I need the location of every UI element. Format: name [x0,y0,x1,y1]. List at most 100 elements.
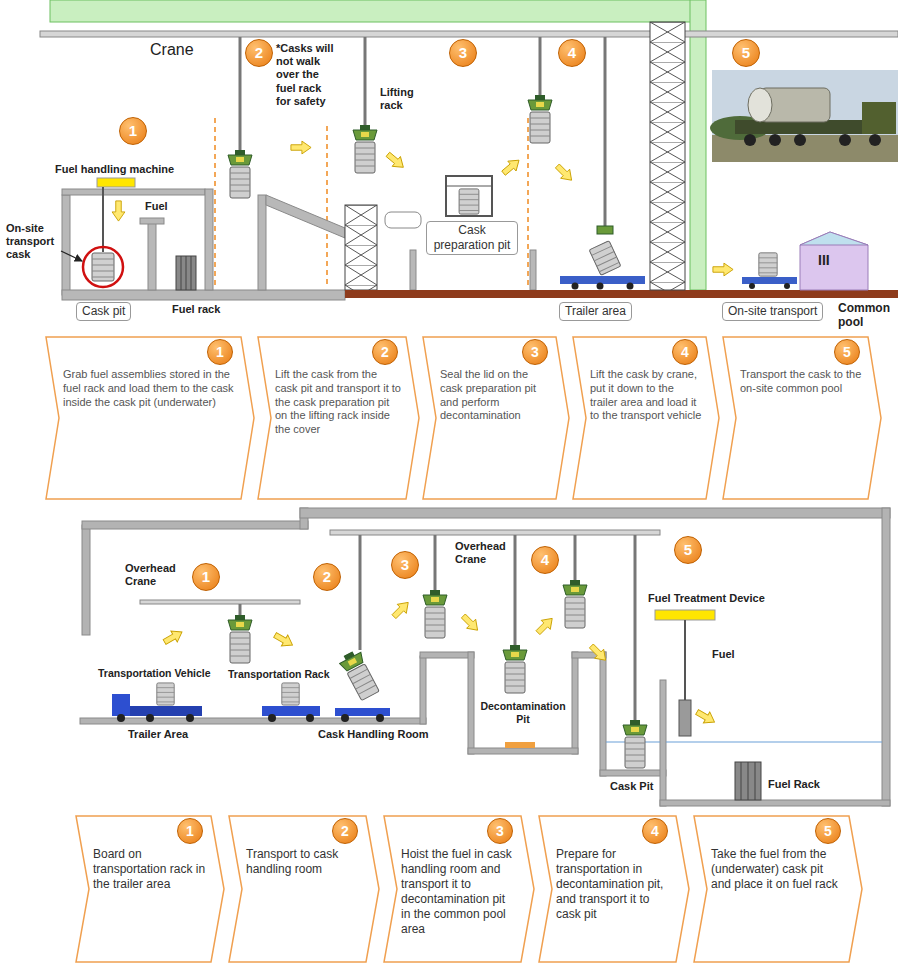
cask-cover [385,212,421,228]
transportation-rack [262,683,390,722]
callout-number: 5 [675,537,701,563]
step-number-circle: 3 [487,818,513,844]
common-pool-building [800,232,868,290]
callout-number: 2 [314,564,340,590]
step-number-circle: 2 [313,563,341,591]
hanging-cask [228,615,252,663]
fuel-handling-machine [102,187,104,252]
pool-structure [140,218,164,224]
area-label: Trailer Area [128,728,188,741]
on-site-transport-cask [83,247,123,287]
flow-arrow [272,629,296,650]
building-wall [660,680,666,806]
pool-structure [62,189,536,300]
flow-arrow [384,149,408,172]
fuel-rack [181,256,191,290]
part-label: Common pool [838,301,894,330]
fuel-rack [741,762,755,800]
callout-number: 4 [643,819,667,843]
callout-number: 4 [673,340,697,364]
flow-arrow [459,611,482,634]
flow-arrow [161,598,717,728]
chevron-outline [76,816,224,962]
chevron-outline [384,816,534,962]
transport-photo [712,70,898,162]
flow-arrow [112,201,125,221]
on-site-transport-cask [92,253,114,281]
step-number-circle: 4 [558,39,586,67]
step-number-circle: 4 [672,339,698,365]
crane-hoist [434,535,437,590]
step-number-circle: 2 [332,818,358,844]
callout-number: 1 [193,564,219,590]
flow-arrow [553,161,576,184]
transportation-vehicle [117,714,125,722]
building-wall [80,718,426,724]
flow-arrow [161,626,185,647]
building-wall [420,652,474,658]
fuel-treatment-device [684,620,686,700]
trailer [597,283,604,290]
hanging-cask [597,226,613,234]
flow-arrow [533,614,556,637]
area-name: Trailer area [565,304,626,319]
transport-photo [748,88,772,122]
building-wall [882,508,890,806]
process-step-box: Lift the cask from the cask pit and tran… [257,336,420,500]
trailer [749,283,755,289]
callout-number: 3 [488,819,512,843]
process-step-box: Prepare for transportation in decontamin… [538,815,690,963]
step-number-circle: 3 [522,339,548,365]
hanging-cask [228,580,647,768]
crane-hoist [574,535,577,580]
crane-hoist [240,535,635,720]
building-number: III [818,252,830,269]
building-frame [50,0,695,22]
trailer [589,241,621,276]
pool-structure [62,189,205,195]
callout-number: 5 [816,819,840,843]
fuel-handling-machine [97,178,135,187]
step-number-circle: 1 [177,818,203,844]
hanging-cask [623,720,647,768]
flow-arrow [389,598,412,621]
crane-hoist [539,37,542,95]
transportation-rack [268,714,276,722]
crane-hoist [514,535,517,645]
process-step-box: Take the fuel from the (underwater) cask… [693,815,863,963]
chevron-outline [723,337,881,499]
floor [345,290,898,298]
flow-arrow [694,706,718,727]
pool-structure [205,189,213,290]
common-pool-building [800,232,868,245]
crane-hoist [364,37,367,125]
hanging-cask [353,125,377,173]
building-wall [468,652,474,754]
process-step-box: Transport to cask handling room2 [228,815,380,963]
flow-arrow [291,141,311,154]
flow-arrow [499,155,523,178]
fuel-treatment-device [679,700,691,736]
step-number-circle: 5 [834,339,860,365]
chevron-outline [539,816,689,962]
area-name: On-site transport [728,304,817,319]
lifting-rack [446,176,492,216]
area-label: Cask Handling Room [318,728,429,741]
trailer [742,253,797,289]
hanging-cask [563,580,587,628]
building-wall [80,508,890,806]
on-site-transport-cask [61,251,82,261]
transportation-vehicle [186,714,194,722]
transportation-rack [282,683,299,705]
building-wall [660,800,890,806]
callout-number: 2 [246,40,272,66]
trailer [560,241,645,290]
building-wall [300,508,890,518]
trailer [742,277,797,284]
water-line [606,741,882,742]
building-wall [600,652,606,776]
area-name: Cask pit [82,304,125,319]
part-label: Overhead Crane [455,540,513,566]
crane-label: Crane [150,40,194,59]
step-number-circle: 3 [391,551,419,579]
